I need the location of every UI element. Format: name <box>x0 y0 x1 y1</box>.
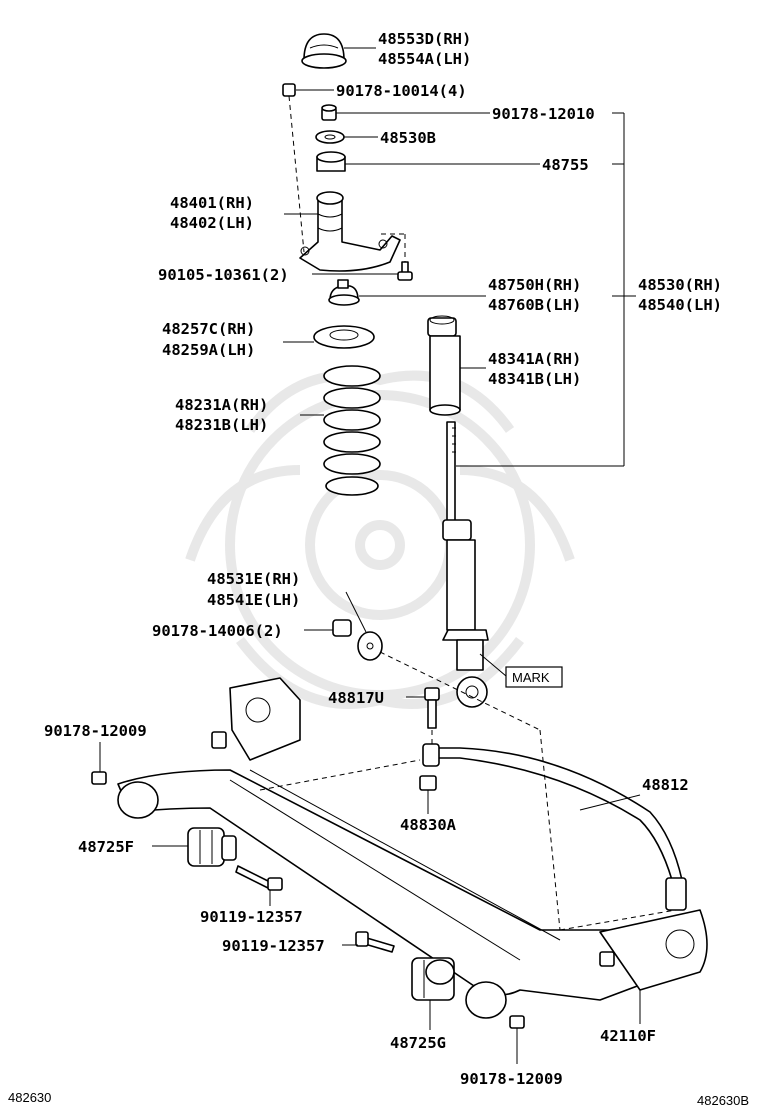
label-90178-12009-right: 90178-12009 <box>460 1070 563 1088</box>
label-48402: 48402(LH) <box>170 214 254 232</box>
nut-90178-14006 <box>332 619 352 637</box>
nut-48830a <box>419 775 437 791</box>
label-48341a: 48341A(RH) <box>488 350 581 368</box>
label-48725g: 48725G <box>390 1034 446 1052</box>
bolt-90119-12357-lower <box>355 931 395 953</box>
label-48231a: 48231A(RH) <box>175 396 268 414</box>
mark-label: MARK <box>512 670 550 685</box>
nut-90178-12010 <box>321 104 337 121</box>
reference-code-right: 482630B <box>697 1093 749 1108</box>
label-48553d: 48553D(RH) <box>378 30 471 48</box>
reference-code-left: 482630 <box>8 1090 51 1105</box>
stabilizer-bar-48812 <box>422 743 687 911</box>
nut-90178-12009-left <box>91 771 107 785</box>
leader-lines <box>99 47 641 1064</box>
dust-cap-48553d <box>301 33 347 69</box>
bellows-48341a <box>427 315 461 416</box>
bolt-90105-10361 <box>397 261 413 281</box>
label-48554a: 48554A(LH) <box>378 50 471 68</box>
label-48257c: 48257C(RH) <box>162 320 255 338</box>
bump-stopper-48750h <box>328 279 360 306</box>
upper-support-48401 <box>299 191 401 272</box>
label-90178-12009-left: 90178-12009 <box>44 722 147 740</box>
label-48401: 48401(RH) <box>170 194 254 212</box>
label-48531e: 48531E(RH) <box>207 570 300 588</box>
label-48812: 48812 <box>642 776 689 794</box>
label-48750h: 48750H(RH) <box>488 276 581 294</box>
label-90178-10014: 90178-10014(4) <box>336 82 467 100</box>
bushing-48725f <box>187 827 237 867</box>
label-48817u: 48817U <box>328 689 384 707</box>
label-48231b: 48231B(LH) <box>175 416 268 434</box>
label-90105-10361: 90105-10361(2) <box>158 266 289 284</box>
label-90178-12010: 90178-12010 <box>492 105 595 123</box>
label-48830a: 48830A <box>400 816 457 834</box>
axle-beam-42110f <box>117 677 708 1019</box>
spring-insulator-48257c <box>313 325 375 349</box>
label-48760b: 48760B(LH) <box>488 296 581 314</box>
bolt-90119-12357-upper <box>235 865 283 891</box>
label-48341b: 48341B(LH) <box>488 370 581 388</box>
bushing-48725g <box>411 957 455 1001</box>
mark-callout: MARK <box>505 666 563 688</box>
label-90119-12357-lower: 90119-12357 <box>222 937 325 955</box>
label-48530b: 48530B <box>380 129 436 147</box>
part-labels: 48553D(RH) 48554A(LH) 90178-10014(4) 901… <box>8 30 749 1108</box>
label-90119-12357-upper: 90119-12357 <box>200 908 303 926</box>
coil-spring-48231a <box>323 365 381 496</box>
washer-48531e <box>357 631 383 661</box>
label-90178-14006: 90178-14006(2) <box>152 622 283 640</box>
label-42110f: 42110F <box>600 1027 656 1045</box>
collar-48755 <box>316 151 346 172</box>
label-48540: 48540(LH) <box>638 296 722 314</box>
label-48259a: 48259A(LH) <box>162 341 255 359</box>
label-48530: 48530(RH) <box>638 276 722 294</box>
label-48541e: 48541E(LH) <box>207 591 300 609</box>
bolt-48817u <box>424 687 440 729</box>
nut-90178-10014 <box>282 83 296 97</box>
nut-90178-12009-right <box>509 1015 525 1029</box>
label-48725f: 48725F <box>78 838 134 856</box>
washer-48530b <box>315 130 345 144</box>
label-48755: 48755 <box>542 156 589 174</box>
assembly-dashed-lines <box>259 95 677 931</box>
shock-absorber-48530 <box>442 421 489 708</box>
